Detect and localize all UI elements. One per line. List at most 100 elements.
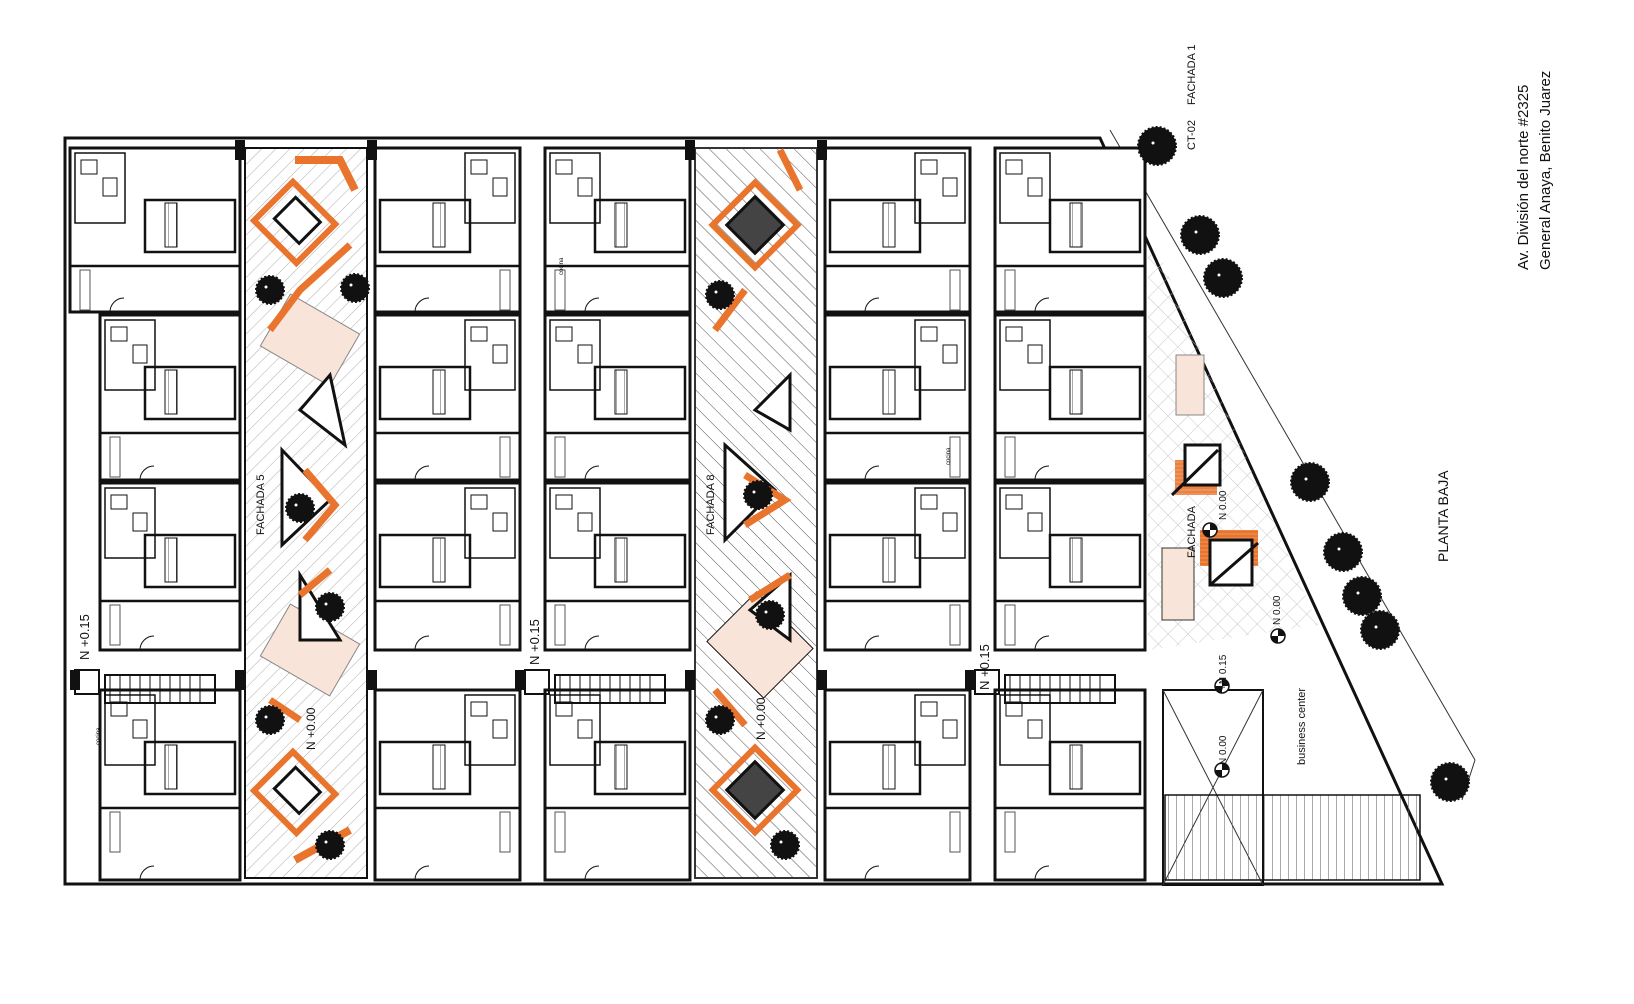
- kitchen-label: cocina: [96, 727, 102, 745]
- apartment-unit: [98, 481, 242, 652]
- tree-icon: [1360, 610, 1400, 650]
- bedroom-wall: [593, 365, 687, 421]
- unit-walls: [98, 313, 242, 482]
- door-swing: [584, 635, 600, 651]
- level-marker-icon: [1215, 763, 1229, 777]
- kitchen-counter: [554, 811, 566, 853]
- bedroom-wall: [1048, 533, 1142, 589]
- facade-8-label: FACHADA 8: [705, 474, 717, 535]
- bathroom: [999, 152, 1051, 224]
- level-n015: N +0.15: [977, 644, 992, 690]
- unit-walls: [373, 146, 522, 314]
- site-boundary: [63, 136, 1445, 886]
- apartment-unit: [543, 688, 692, 882]
- toilet-icon: [942, 177, 958, 197]
- bedroom-wall: [143, 198, 237, 254]
- bathroom: [549, 694, 601, 766]
- toilet-icon: [132, 344, 148, 364]
- toilet-icon: [492, 177, 508, 197]
- structural-column: [817, 140, 827, 160]
- tree-icon: [705, 705, 735, 735]
- kitchen-counter: [1004, 269, 1016, 311]
- tree-icon-detail: [752, 490, 756, 494]
- door-swing: [1034, 465, 1050, 481]
- bedroom-wall: [828, 198, 922, 254]
- street-line: [1109, 129, 1476, 761]
- bathroom: [104, 487, 156, 559]
- level-marker-icon: [1271, 629, 1285, 643]
- tree-icon-detail: [1304, 477, 1308, 481]
- toilet-icon: [492, 344, 508, 364]
- tree-icon-detail: [1444, 777, 1448, 781]
- unit-walls: [823, 313, 972, 482]
- unit-walls: [823, 481, 972, 652]
- facade-1-label: FACHADA 1: [1186, 44, 1198, 105]
- tree-icon-detail: [1194, 230, 1198, 234]
- unit-walls: [373, 313, 522, 482]
- structural-column: [685, 670, 695, 690]
- kitchen-counter: [109, 604, 121, 646]
- door-swing: [414, 297, 430, 313]
- toilet-icon: [577, 177, 593, 197]
- sink-icon: [1005, 159, 1023, 175]
- tree-icon: [770, 830, 800, 860]
- sink-icon: [110, 494, 128, 510]
- apartment-unit: [823, 146, 972, 314]
- closet: [614, 537, 628, 583]
- structural-column: [685, 140, 695, 160]
- kitchen-counter: [499, 436, 511, 478]
- tree-icon: [255, 705, 285, 735]
- tree-icon-detail: [324, 840, 328, 844]
- tree-icon: [1137, 126, 1177, 166]
- stair-core: [524, 669, 666, 704]
- door-swing: [864, 635, 880, 651]
- toilet-icon: [942, 719, 958, 739]
- door-swing: [414, 465, 430, 481]
- toilet-icon: [1027, 177, 1043, 197]
- closet: [1069, 202, 1083, 248]
- bathroom: [999, 319, 1051, 391]
- kitchen-counter: [1004, 811, 1016, 853]
- sink-icon: [920, 326, 938, 342]
- stair-core: [974, 669, 1116, 704]
- tree-icon: [1203, 258, 1243, 298]
- apartment-unit: [823, 313, 972, 482]
- tree-icon-detail: [264, 715, 268, 719]
- structural-column: [367, 670, 377, 690]
- toilet-icon: [132, 512, 148, 532]
- closet: [882, 369, 896, 415]
- bedroom-wall: [378, 198, 472, 254]
- toilet-icon: [942, 512, 958, 532]
- apartment-unit: [68, 146, 242, 314]
- structural-column: [515, 670, 525, 690]
- apartment-unit: [373, 146, 522, 314]
- tree-icon-detail: [714, 715, 718, 719]
- door-swing: [109, 297, 125, 313]
- apartment-unit: [373, 313, 522, 482]
- sink-icon: [470, 326, 488, 342]
- kitchen-counter: [949, 269, 961, 311]
- closet: [614, 202, 628, 248]
- tree-icon-detail: [294, 503, 298, 507]
- toilet-icon: [132, 719, 148, 739]
- sink-icon: [555, 159, 573, 175]
- door-swing: [584, 465, 600, 481]
- structural-column: [965, 670, 975, 690]
- tree-icon-detail: [714, 290, 718, 294]
- apartment-unit: [543, 313, 692, 482]
- apartment-unit: [98, 688, 242, 882]
- bathroom: [999, 694, 1051, 766]
- toilet-icon: [492, 512, 508, 532]
- tree-icon: [315, 830, 345, 860]
- plan-title: PLANTA BAJA: [1435, 470, 1451, 562]
- kitchen-counter: [554, 604, 566, 646]
- kitchen-counter: [499, 269, 511, 311]
- closet: [164, 202, 178, 248]
- level-marker-icon: [1203, 523, 1217, 537]
- tree-icon-detail: [1151, 141, 1155, 145]
- kitchen-counter: [79, 269, 91, 311]
- kitchen-counter: [554, 436, 566, 478]
- sink-icon: [920, 701, 938, 717]
- bathroom: [914, 487, 966, 559]
- bathroom: [549, 319, 601, 391]
